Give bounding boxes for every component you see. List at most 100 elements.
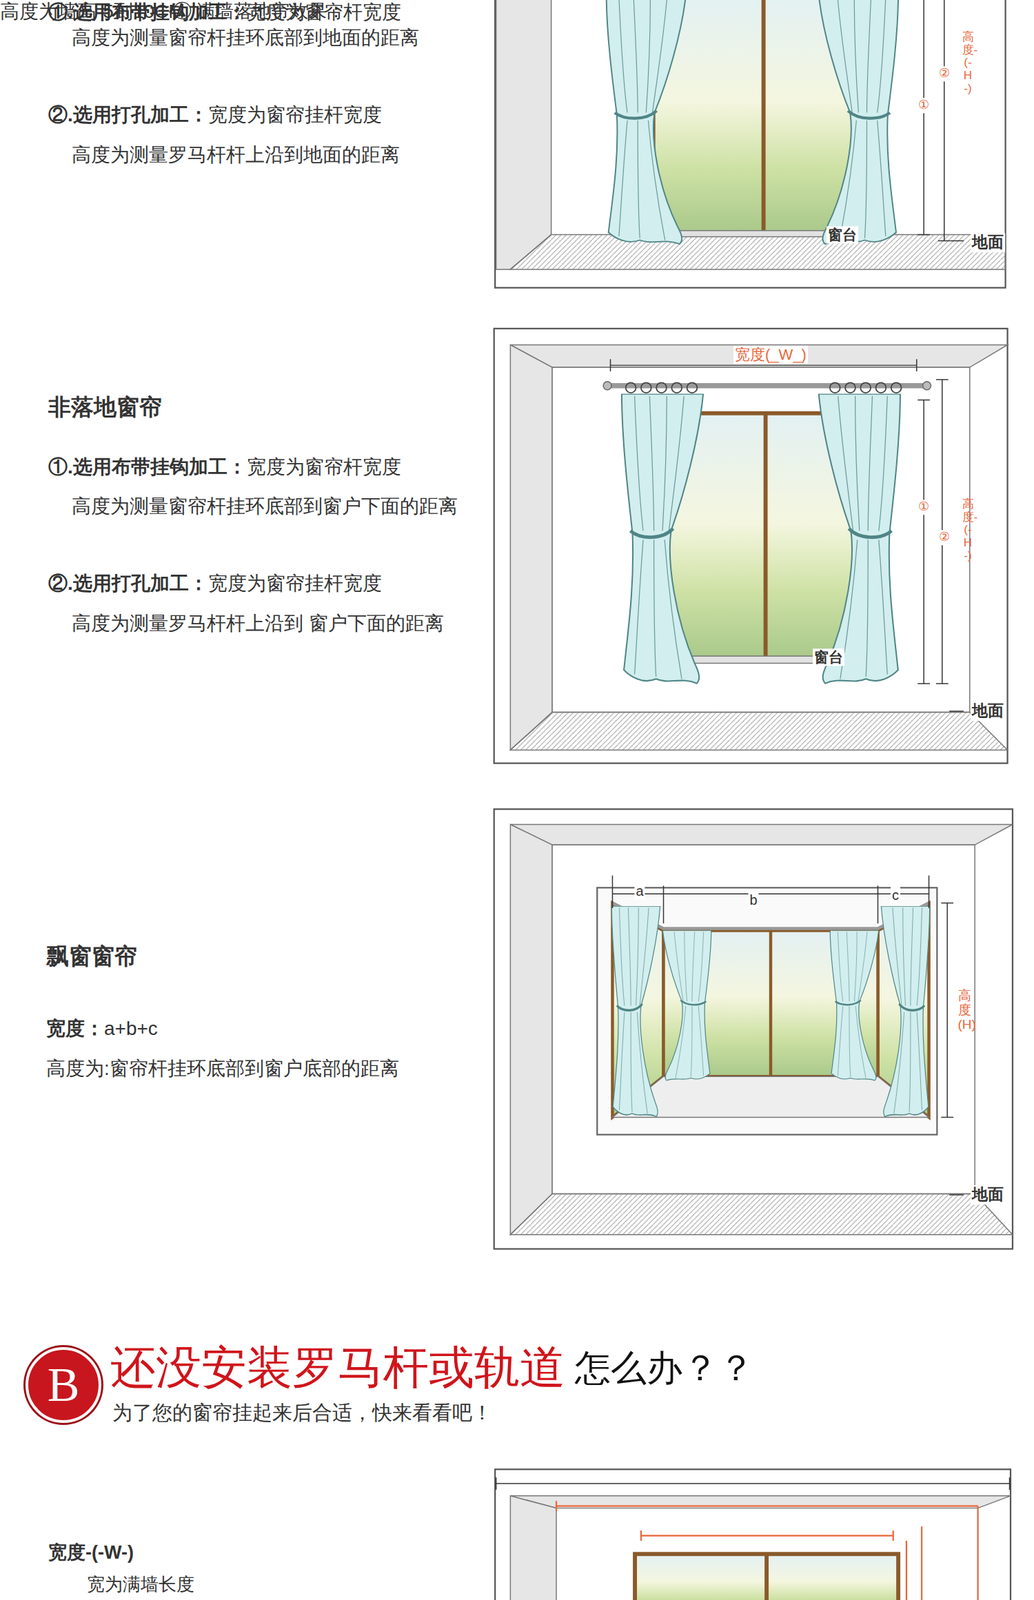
window-curtain-illustration-part bbox=[818, 394, 901, 684]
floor-curtain-illustration-part bbox=[917, 0, 964, 241]
banner-heading: 怎么办？？ bbox=[574, 1346, 755, 1390]
bay-window-illustration-part bbox=[510, 824, 553, 1235]
window-curtain-illustration-part bbox=[510, 345, 1008, 369]
full-wall-illustration-part bbox=[496, 1483, 1010, 1485]
window-curtain-illustration-part bbox=[610, 359, 964, 712]
note-text: 高度为测量窗帘杆挂环底部到窗户下面的距离 bbox=[71, 494, 458, 519]
full-wall-illustration-part bbox=[920, 1526, 923, 1600]
full-wall-illustration-part bbox=[510, 1496, 1011, 1509]
window-curtain-illustration-part bbox=[829, 382, 841, 393]
bay-window-illustration-part bbox=[552, 845, 975, 1194]
bay-window-illustration-part bbox=[946, 903, 948, 1119]
note-text: a+b+c bbox=[104, 1017, 158, 1041]
option-heading: 宽度-(-W-) bbox=[48, 1542, 134, 1565]
dimension-label: 高度-(-H-) bbox=[962, 498, 975, 563]
part-label: 地面 bbox=[970, 232, 1006, 253]
full-wall-illustration-part bbox=[1009, 1477, 1010, 1491]
full-wall-illustration-part bbox=[764, 1554, 769, 1600]
bay-window-illustration-part bbox=[877, 885, 879, 924]
bay-window-illustration-part bbox=[880, 906, 930, 1118]
callout-number: ② bbox=[937, 66, 952, 82]
window-curtain-illustration-part bbox=[936, 379, 949, 380]
floor-curtain-illustration-part bbox=[950, 240, 964, 242]
floor-curtain-illustration-part bbox=[761, 0, 766, 233]
window-curtain-illustration-part bbox=[510, 345, 553, 751]
window-curtain-illustration-part bbox=[641, 382, 652, 393]
note-text: 高度为测量窗帘杆挂环底部到地面的距离 bbox=[71, 26, 420, 50]
full-wall-illustration-part bbox=[640, 1531, 642, 1542]
bay-window-illustration-part bbox=[928, 876, 930, 909]
floor-curtain-illustration-part bbox=[917, 234, 930, 236]
window-curtain-illustration-part bbox=[610, 364, 917, 366]
window-curtain-illustration-part bbox=[610, 359, 611, 372]
bay-window-illustration-part bbox=[494, 809, 1013, 1250]
dimension-label: b bbox=[747, 891, 759, 909]
window-curtain-illustration-part bbox=[494, 328, 1008, 764]
window-curtain-illustration-part bbox=[876, 382, 887, 393]
window-curtain-illustration-part bbox=[916, 359, 917, 372]
section-badge: B bbox=[25, 1347, 102, 1424]
bay-window-illustration-part bbox=[662, 930, 711, 1081]
full-wall-illustration bbox=[494, 1469, 1011, 1600]
full-wall-illustration-part bbox=[510, 1496, 557, 1600]
bay-window-illustration-part bbox=[611, 906, 660, 1118]
dimension-label: c bbox=[890, 887, 901, 904]
dimension-label: a bbox=[634, 883, 645, 900]
bay-window-illustration-part bbox=[510, 824, 1013, 846]
floor-curtain-illustration bbox=[494, 0, 1006, 289]
bay-window-illustration-part bbox=[949, 1194, 964, 1196]
window-curtain-illustration-part bbox=[625, 382, 637, 393]
window-curtain-illustration-part bbox=[923, 399, 924, 684]
window-curtain-illustration-part bbox=[621, 394, 704, 684]
callout-number: ① bbox=[916, 499, 931, 515]
window-curtain-illustration-part bbox=[860, 382, 871, 393]
window-curtain-illustration-part bbox=[625, 382, 902, 393]
window-curtain-illustration-part bbox=[923, 381, 932, 391]
window-curtain-illustration-part bbox=[603, 381, 612, 391]
full-wall-illustration-part bbox=[495, 1477, 497, 1491]
window-curtain-illustration-part bbox=[917, 683, 930, 684]
note-text: 高度为墙高-5到10CM bbox=[0, 0, 185, 24]
option-heading: ②.选用打孔加工： bbox=[48, 572, 209, 596]
floor-curtain-illustration-part bbox=[494, 0, 1006, 289]
section-heading: 飘窗窗帘 bbox=[46, 943, 138, 971]
floor-curtain-illustration-part bbox=[496, 0, 552, 270]
note-text: 高度为测量罗马杆杆上沿到 窗户下面的距离 bbox=[71, 612, 444, 636]
full-wall-illustration-part bbox=[555, 1501, 557, 1512]
callout-number: ② bbox=[937, 530, 952, 546]
note-text: 高度为测量罗马杆杆上沿到地面的距离 bbox=[71, 143, 400, 167]
full-wall-illustration-part bbox=[976, 1506, 979, 1600]
window-curtain-illustration-part bbox=[845, 382, 856, 393]
callout-number: ① bbox=[916, 97, 931, 114]
section-heading: 非落地窗帘 bbox=[48, 393, 162, 422]
bay-window-illustration-part bbox=[612, 876, 963, 1196]
bay-window-illustration-part bbox=[612, 893, 929, 895]
full-wall-illustration-part bbox=[892, 1531, 895, 1542]
window-curtain-illustration-part bbox=[891, 382, 902, 393]
full-wall-illustration-part bbox=[556, 1501, 979, 1600]
bay-window-illustration-part bbox=[663, 885, 664, 924]
bay-window-illustration-part bbox=[612, 1076, 929, 1118]
subheading: 为了您的窗帘挂起来后合适，快来看看吧！ bbox=[112, 1401, 493, 1426]
floor-curtain-illustration-part bbox=[943, 0, 945, 241]
window-curtain-illustration-part bbox=[687, 382, 698, 393]
full-wall-illustration-part bbox=[556, 1506, 979, 1508]
window-curtain-illustration-part bbox=[656, 382, 667, 393]
full-wall-illustration-part bbox=[496, 1477, 1010, 1491]
option-heading: 宽度： bbox=[46, 1017, 105, 1041]
dimension-label: 高度(H) bbox=[958, 989, 972, 1033]
bay-window-illustration bbox=[494, 809, 1013, 1250]
option-heading: ②.选用打孔加工： bbox=[48, 103, 209, 127]
part-label: 地面 bbox=[970, 1185, 1006, 1205]
badge-letter: B bbox=[47, 1361, 80, 1410]
note-text: 宽度为窗帘挂杆宽度 bbox=[208, 572, 382, 596]
part-label: 窗台 bbox=[826, 226, 859, 244]
note-text: 宽为满墙长度 bbox=[86, 1574, 195, 1596]
note-text: ① 满墙落地帘效果： bbox=[173, 0, 347, 23]
option-heading: ①.选用布带挂钩加工： bbox=[48, 455, 247, 480]
bay-window-illustration-part bbox=[769, 930, 773, 1077]
window-curtain-illustration-part bbox=[510, 712, 1008, 751]
window-curtain-illustration-part bbox=[949, 710, 964, 712]
bay-window-illustration-part bbox=[829, 930, 879, 1081]
